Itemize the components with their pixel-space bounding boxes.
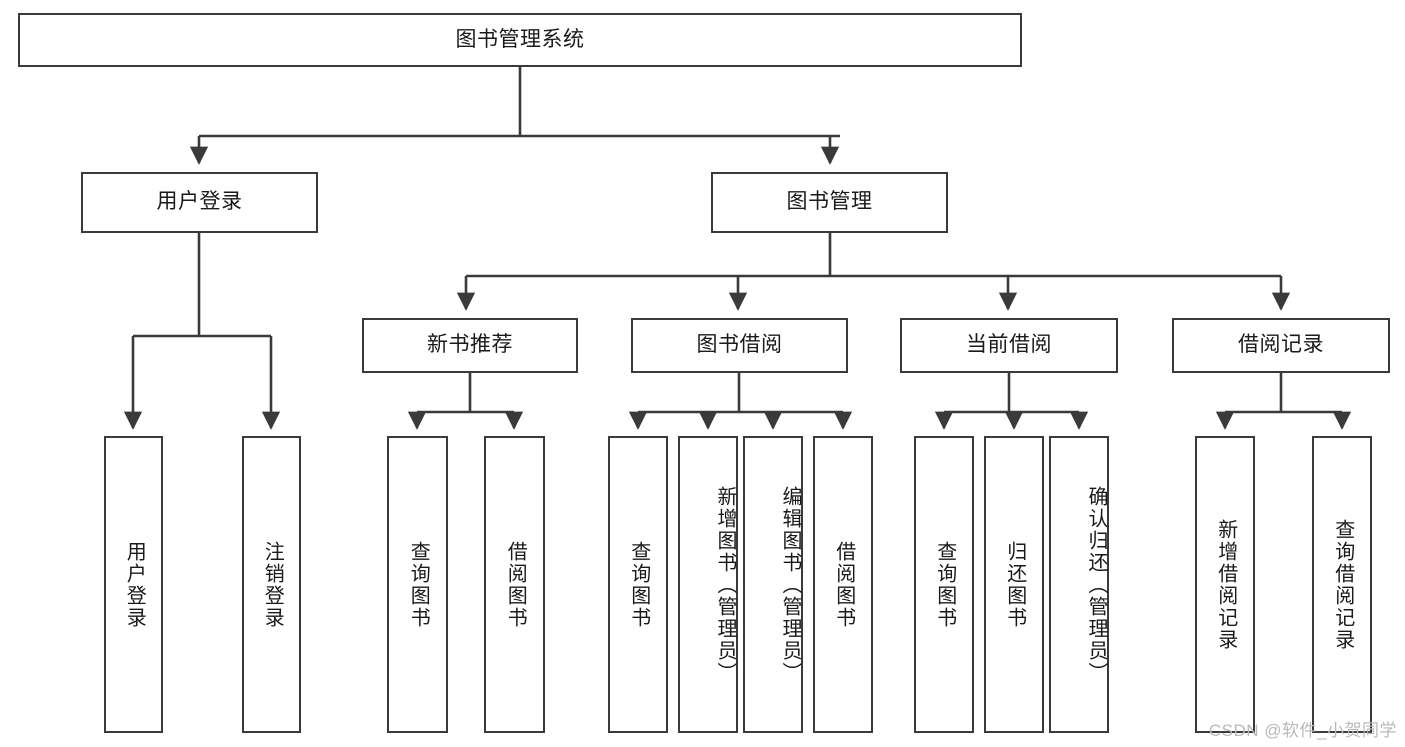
leaf-add-book-admin[interactable]: 新增图书（管理员）: [678, 436, 738, 733]
leaf-confirm-return-admin[interactable]: 确认归还（管理员）: [1049, 436, 1109, 733]
node-borrow-record[interactable]: 借阅记录: [1172, 318, 1390, 373]
leaf-edit-book-admin-label: 编辑图书（管理员）: [779, 485, 801, 684]
node-borrow-record-label: 借阅记录: [1238, 333, 1324, 357]
leaf-return-book[interactable]: 归还图书: [984, 436, 1044, 733]
leaf-query-book-current-label: 查询图书: [933, 540, 956, 629]
leaf-borrow-book-label: 借阅图书: [832, 540, 855, 629]
leaf-logout[interactable]: 注销登录: [242, 436, 301, 733]
leaf-borrow-book-newbook[interactable]: 借阅图书: [484, 436, 545, 733]
leaf-return-book-label: 归还图书: [1003, 540, 1026, 629]
node-current-borrow-label: 当前借阅: [966, 333, 1052, 357]
node-book-borrow-label: 图书借阅: [696, 333, 783, 357]
node-user-login[interactable]: 用户登录: [81, 172, 318, 233]
leaf-query-book-current[interactable]: 查询图书: [914, 436, 974, 733]
node-book-borrow[interactable]: 图书借阅: [631, 318, 848, 373]
node-new-book-recommend[interactable]: 新书推荐: [362, 318, 578, 373]
leaf-user-login-label: 用户登录: [123, 540, 146, 629]
leaf-add-book-admin-label: 新增图书（管理员）: [714, 485, 736, 684]
node-root[interactable]: 图书管理系统: [18, 13, 1022, 67]
leaf-query-book-borrow[interactable]: 查询图书: [608, 436, 668, 733]
leaf-borrow-book-newbook-label: 借阅图书: [504, 540, 527, 629]
node-current-borrow[interactable]: 当前借阅: [900, 318, 1118, 373]
leaf-query-book-borrow-label: 查询图书: [627, 540, 650, 629]
leaf-add-borrow-record-label: 新增借阅记录: [1214, 518, 1237, 651]
leaf-add-borrow-record[interactable]: 新增借阅记录: [1195, 436, 1255, 733]
leaf-user-login[interactable]: 用户登录: [104, 436, 163, 733]
leaf-edit-book-admin[interactable]: 编辑图书（管理员）: [743, 436, 803, 733]
node-book-management-label: 图书管理: [786, 190, 873, 214]
node-book-management[interactable]: 图书管理: [711, 172, 948, 233]
csdn-watermark: CSDN @软件_小贺同学: [1208, 721, 1397, 740]
leaf-query-borrow-record-label: 查询借阅记录: [1331, 518, 1354, 651]
leaf-query-borrow-record[interactable]: 查询借阅记录: [1312, 436, 1372, 733]
leaf-borrow-book[interactable]: 借阅图书: [813, 436, 873, 733]
leaf-confirm-return-admin-label: 确认归还（管理员）: [1085, 485, 1107, 684]
leaf-query-book-newbook[interactable]: 查询图书: [387, 436, 448, 733]
node-root-label: 图书管理系统: [455, 27, 585, 51]
leaf-logout-label: 注销登录: [261, 540, 284, 629]
leaf-query-book-newbook-label: 查询图书: [407, 540, 430, 629]
node-user-login-label: 用户登录: [156, 190, 243, 214]
node-new-book-recommend-label: 新书推荐: [427, 333, 513, 357]
